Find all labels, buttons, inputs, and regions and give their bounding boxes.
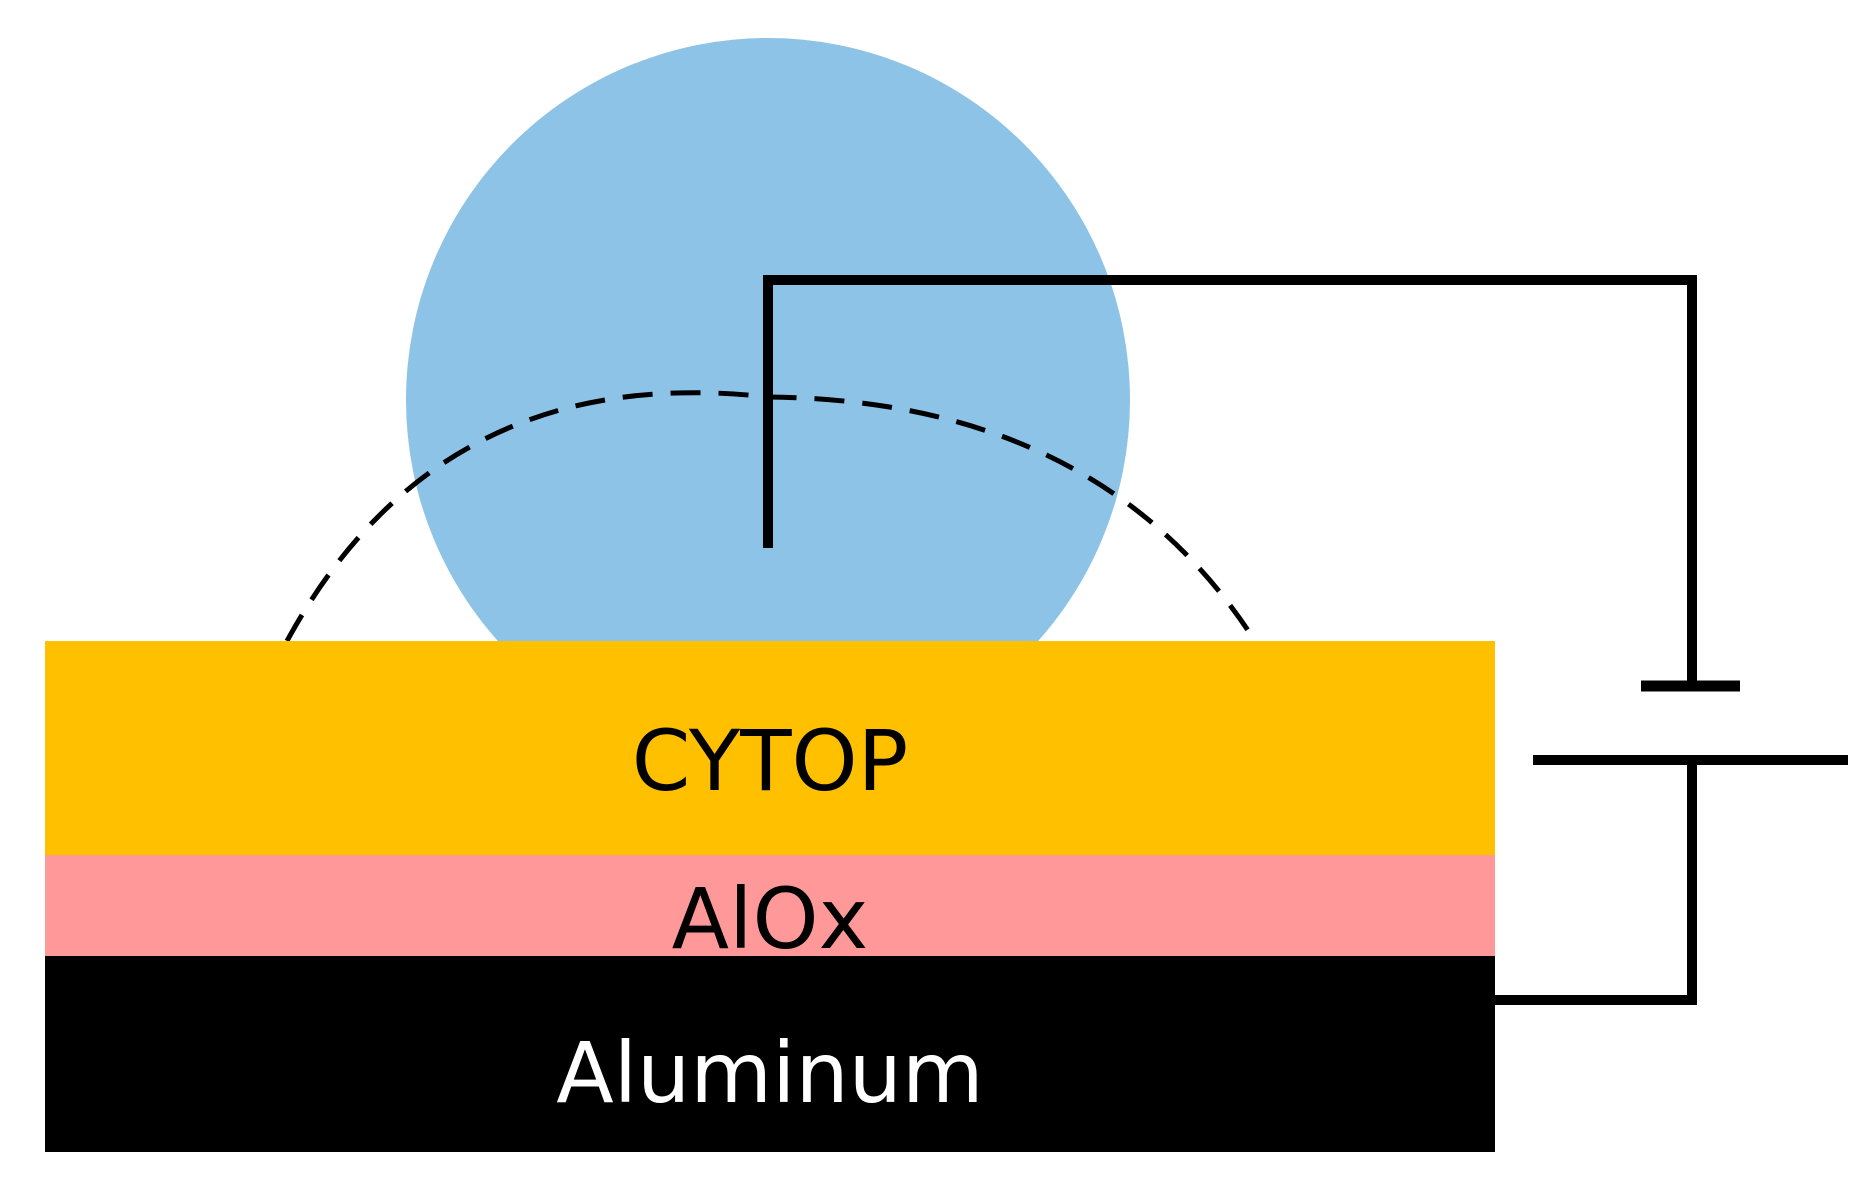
aluminum-label: Aluminum bbox=[556, 1024, 984, 1122]
alox-layer bbox=[45, 855, 1495, 956]
ground-return-wire bbox=[1495, 760, 1697, 1005]
cytop-layer bbox=[45, 641, 1495, 855]
aluminum-layer bbox=[45, 956, 1495, 1152]
probe-electrode-wire bbox=[763, 275, 1697, 686]
cytop-label: CYTOP bbox=[632, 712, 909, 810]
alox-label: AlOx bbox=[672, 870, 869, 968]
